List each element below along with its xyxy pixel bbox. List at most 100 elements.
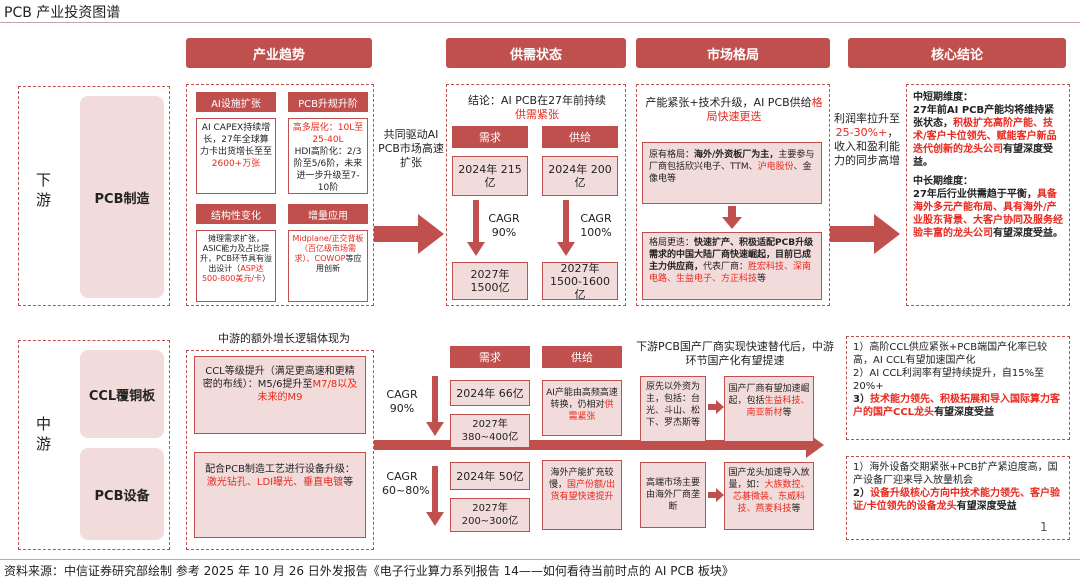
ccl-domestic-red: 生益科技、南亚新材 (746, 396, 810, 418)
profit-text-prefix: 利润率拉升至 (834, 112, 900, 125)
downstream-demand-cagr: CAGR 90% (488, 212, 520, 239)
downstream-demand-2027: 2027年 1500亿 (452, 262, 528, 300)
profit-arrow (830, 214, 900, 254)
ccl-domestic-text: 国产厂商有望加速崛起，包括 (728, 384, 810, 406)
equipment-market-arrow (708, 488, 724, 502)
market-new-prefix: 格局更迭： (649, 238, 695, 248)
downstream-supply-cagr: CAGR 100% (580, 212, 612, 239)
market-intro-highlight: 格局快速更迭 (706, 96, 823, 123)
market-old-bold: 海外/外资板厂为主， (694, 150, 779, 160)
equipment-supply-note-text: 海外产能扩充较慢， (548, 468, 614, 490)
downstream-supply-label: 供给 (542, 126, 618, 148)
equipment-2024: 2024年 50亿 (450, 462, 530, 490)
profit-text: 利润率拉升至25-30%+，收入和盈利能力的同步高增 (834, 112, 900, 168)
ccl-conclusion-3-tail: 有望深度受益 (934, 407, 995, 418)
ccl-conclusion-1: 1）高阶CCL供应紧张+PCB端国产化率已较高，AI CCL有望加速国产化 (853, 342, 1048, 366)
ccl-upgrade-body: CCL等级提升（满足更高速和更精密的布线）：M5/6提升至 (202, 366, 355, 390)
midstream-intro: 中游的额外增长逻辑体现为 (218, 332, 350, 345)
equipment-upgrade-body: 配合PCB制造工艺进行设备升级： (205, 464, 355, 475)
ccl-upgrade: CCL等级提升（满足更高速和更精密的布线）：M5/6提升至M7/8以及未来的M9 (194, 356, 366, 434)
market-old: 原有格局：海外/外资板厂为主，主要参与厂商包括欣兴电子、TTM、沪电股份、金像电… (642, 142, 822, 204)
downstream-conclusion-text: 结论：AI PCB在27年前持续 (467, 94, 607, 107)
page-number: 1 (1040, 520, 1048, 534)
core-short-title: 中短期维度： (913, 92, 973, 103)
segment-pcb: PCB制造 (80, 96, 164, 298)
header-supply: 供需状态 (446, 38, 626, 68)
ccl-market-arrow (708, 400, 724, 414)
equipment-domestic-tail: 等 (791, 504, 801, 514)
downstream-left-frame (18, 86, 170, 306)
ccl-conclusion-3-red: 技术能力领先、积极拓展和导入国际算力客户的国产CCL龙头 (853, 394, 1060, 418)
equipment-conclusion-2-prefix: 2） (853, 488, 870, 499)
profit-text-tail: ，收入和盈利能力的同步高增 (834, 126, 900, 167)
ccl-2024: 2024年 66亿 (450, 380, 530, 406)
source-note: 资料来源：中信证券研究部绘制 参考 2025 年 10 月 26 日外发报告《电… (4, 564, 734, 578)
equipment-conclusion-2-red: 设备升级核心方向中技术能力领先、客户验证/卡位领先的设备龙头 (853, 488, 1060, 512)
equipment-foreign: 高端市场主要由海外厂商垄断 (640, 462, 706, 528)
ccl-foreign: 原先以外资为主，包括：台光、斗山、松下、罗杰斯等 (640, 376, 706, 442)
market-new-red: 胜宏科技、深南电路、生益电子、方正科技 (649, 262, 812, 284)
ccl-supply-note-red: 供需紧张 (568, 400, 614, 422)
downstream-conclusion-highlight: 供需紧张 (515, 108, 559, 121)
card-ai-capex-highlight: 2600+万张 (211, 159, 261, 169)
market-old-prefix: 原有格局： (649, 150, 695, 160)
downstream-demand-arrow (467, 200, 485, 256)
market-down-arrow (722, 206, 742, 229)
market-new: 格局更迭：快速扩产、积极适配PCB升级需求的中国大陆厂商快速崛起，目前已成主力供… (642, 232, 822, 300)
card-pcb-spec-line-1: 高多层化：10L至25-40L (292, 123, 364, 145)
card-pcb-spec: 高多层化：10L至25-40L HDI高阶化：2/3阶至5/6阶，未来进一步升级… (288, 118, 368, 194)
downstream-demand-2024: 2024年 215亿 (452, 156, 528, 196)
header-conclusion: 核心结论 (848, 38, 1066, 68)
card-pcb-spec-line-2: HDI高阶化：2/3阶至5/6阶，未来进一步升级至7-10阶 (293, 147, 363, 193)
downstream-supply-arrow (557, 200, 575, 256)
equipment-supply-note-red: 国产份额/出货有望快速提升 (550, 480, 616, 502)
market-intro: 产能紧张+技术升级，AI PCB供给格局快速更迭 (642, 96, 826, 124)
card-ai-capex-body: AI CAPEX持续增长，27年全球算力卡出货增长至至 (200, 123, 273, 157)
page-title: PCB 产业投资图谱 (4, 5, 121, 21)
core-long-tail: 有望深度受益。 (993, 228, 1063, 239)
core-short-red: 积极扩充高阶产能、技术/客户卡位领先、赋能客户新品迭代创新的龙头公司 (913, 118, 1057, 155)
card-structure-body: 摊理需求扩张，ASIC能力及占比提升，PCB环节具有溢出设计（ (200, 234, 272, 273)
card-incremental-tail: 等应用创新 (316, 254, 362, 273)
equipment-upgrade-tail: 等 (343, 477, 354, 488)
equipment-domestic-red: 大族数控、芯碁微装、东威科技、燕麦科技 (732, 480, 810, 514)
equipment-upgrade-highlight: 激光钻孔、LDI曝光、垂直电镀 (206, 477, 344, 488)
ccl-2027: 2027年 380~400亿 (450, 414, 530, 448)
card-structure: 摊理需求扩张，ASIC能力及占比提升，PCB环节具有溢出设计（ASP达500-8… (196, 230, 276, 302)
bottom-divider (0, 559, 1080, 560)
market-old-red: 沪电股份 (757, 162, 794, 172)
ccl-supply-note: AI产能由高频高速转换，仍相对供需紧张 (542, 380, 622, 436)
ccl-domestic: 国产厂商有望加速崛起，包括生益科技、南亚新材等 (724, 376, 814, 442)
driver-arrow (374, 214, 444, 254)
ccl-domestic-tail: 等 (782, 408, 792, 418)
market-old-tail: 、金像电等 (649, 162, 812, 184)
equipment-supply-note: 海外产能扩充较慢，国产份额/出货有望快速提升 (542, 460, 622, 530)
market-new-tail: 等 (757, 274, 767, 284)
equipment-conclusion-2-tail: 有望深度受益 (956, 501, 1017, 512)
core-long-bold: 27年后行业供需趋于平衡， (913, 189, 1037, 200)
header-trend: 产业趋势 (186, 38, 372, 68)
card-ai-capex: AI CAPEX持续增长，27年全球算力卡出货增长至至 2600+万张 (196, 118, 276, 194)
market-new-bold: 快速扩产、积极适配PCB升级需求的中国大陆厂商快速崛起，目前已成主力供应商， (649, 238, 814, 272)
equipment-vert-arrow (426, 466, 444, 526)
card-incremental-highlight: Midplane/正交背板（百亿级市场需求）、COWOP (292, 234, 364, 263)
core-long-title: 中长期维度： (913, 176, 973, 187)
core-short-bold: 27年前AI PCB产能均将维持紧张状态， (913, 105, 1055, 129)
downstream-label: 下游 (36, 171, 52, 209)
market-new-body: 代表厂商： (703, 262, 749, 272)
midstream-trend-frame (186, 350, 374, 550)
card-ai-capex-title: AI设施扩张 (196, 92, 276, 112)
equipment-domestic-text: 国产龙头加速导入放量，如： (728, 468, 810, 490)
ccl-conclusion-3-prefix: 3） (853, 394, 870, 405)
market-frame (636, 84, 830, 306)
ccl-cagr: CAGR 90% (386, 388, 418, 415)
downstream-demand-label: 需求 (452, 126, 528, 148)
card-incremental: Midplane/正交背板（百亿级市场需求）、COWOP等应用创新 (288, 230, 368, 302)
header-market: 市场格局 (636, 38, 830, 68)
ccl-demand-label: 需求 (450, 346, 530, 368)
equipment-cagr: CAGR 60~80% (382, 470, 430, 497)
market-old-body: 主要参与厂商包括欣兴电子、TTM、 (649, 150, 815, 172)
market-intro-text: 产能紧张+技术升级，AI PCB供给 (645, 96, 812, 109)
equipment-conclusion-1: 1）海外设备交期紧张+PCB扩产紧迫度高，国产设备厂迎来导入放量机会 (853, 462, 1058, 486)
equipment-upgrade: 配合PCB制造工艺进行设备升级： 激光钻孔、LDI曝光、垂直电镀等 (194, 452, 366, 538)
